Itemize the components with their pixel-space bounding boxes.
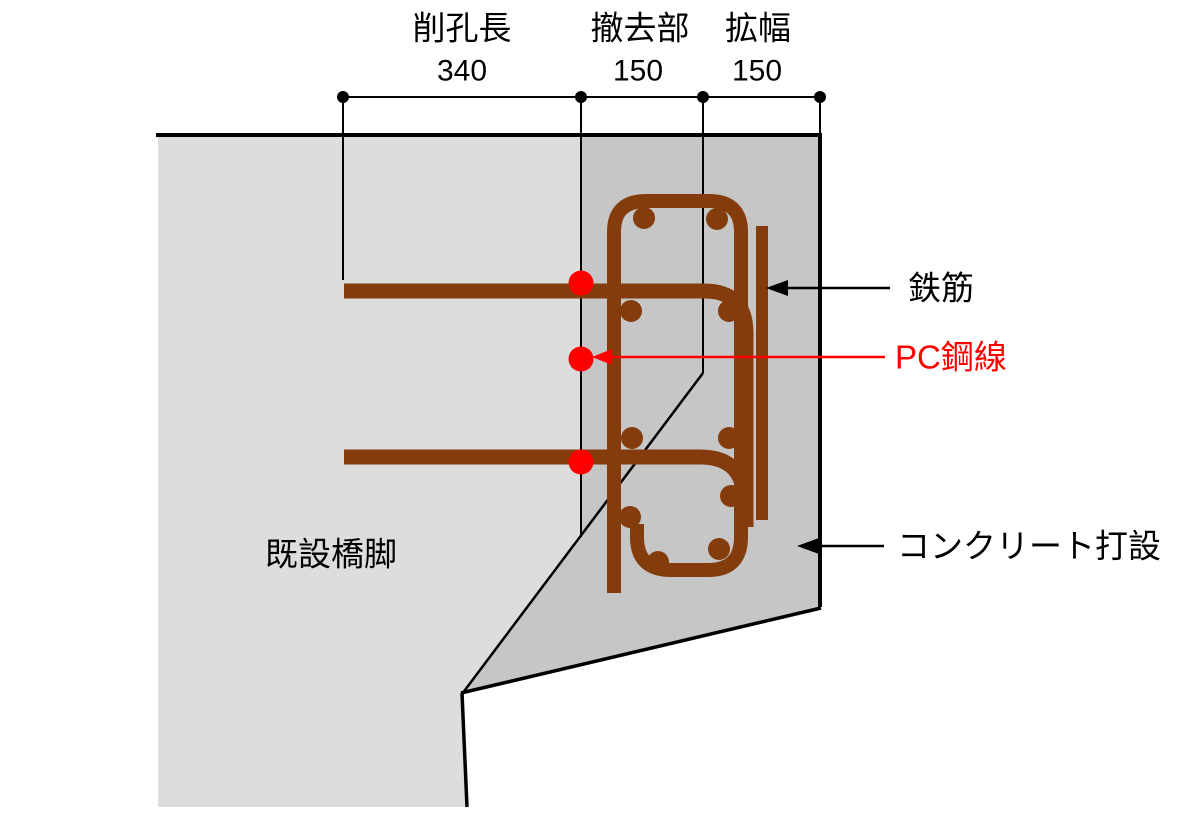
dim-value-widening: 150 [732,55,782,88]
dim-label-removal: 撤去部 [591,10,690,47]
longitudinal-bar-dot [720,485,742,507]
longitudinal-bar-dot [633,207,655,229]
longitudinal-bar-dot [619,506,641,528]
anchor-bar-bottom [344,449,752,527]
dimension-point [697,91,709,103]
longitudinal-bar-dot [620,300,642,322]
longitudinal-bar-dot [621,427,643,449]
rebar-label: 鉄筋 [908,270,974,307]
dimension-point [337,91,349,103]
pc-wire-arrowhead [592,349,612,365]
concrete-bottom-edge [460,606,822,695]
concrete-label: コンクリート打設 [897,528,1161,565]
dimension-point [814,91,826,103]
longitudinal-bar-dot [706,208,728,230]
dim-label-drill-length: 削孔長 [413,10,512,47]
longitudinal-bar-dot [647,551,669,573]
existing-pier-label: 既設橋脚 [265,536,397,573]
removal-boundary-line [461,372,704,695]
rebar-arrowhead [766,280,788,296]
longitudinal-bar-dot [718,427,740,449]
dim-value-removal: 150 [613,55,663,88]
longitudinal-bar-dot [718,300,740,322]
concrete-arrowhead [797,538,819,554]
longitudinal-bars [619,207,742,573]
anchor-bar-top [344,283,754,527]
dim-label-widening: 拡幅 [725,10,791,47]
dim-value-drill-length: 340 [437,55,487,88]
dimension-point [575,91,587,103]
pc-wire-label: PC鋼線 [895,339,1007,376]
pc-wire-dot [568,346,594,372]
pier-lower-right-edge [460,692,469,808]
pc-wire-dot [568,449,594,475]
pc-wire-dot [568,270,594,296]
existing-pier-shape [158,135,581,807]
longitudinal-bar-dot [708,538,730,560]
